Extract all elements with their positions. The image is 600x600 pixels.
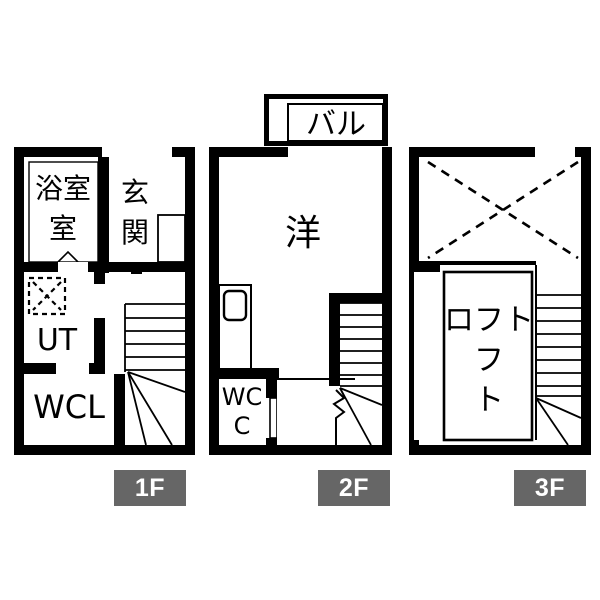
1f-bathroom-label-2: 室 (49, 212, 77, 245)
1f-wall-entrance-bottom (109, 262, 185, 272)
stairs-direction-break-icon (332, 389, 346, 445)
1f-wcl-door-gap (56, 363, 89, 374)
kitchen-sink-icon (218, 284, 252, 378)
1f-bathroom-label: 浴室 (35, 172, 91, 205)
floor-badge-1f[interactable]: 1F (114, 470, 186, 506)
1f-bathroom-door-icon (57, 250, 79, 263)
1f-wcl-label: WCL (33, 388, 105, 426)
floor-badge-3f[interactable]: 3F (514, 470, 586, 506)
3f-loft-outline (442, 270, 534, 442)
1f-ut-door-gap (94, 284, 105, 318)
1f-room-bathroom (28, 161, 99, 263)
3f-loft-label: ロフト (444, 303, 534, 338)
2f-staircase-up (340, 302, 382, 387)
2f-toilet-label: WC (222, 383, 263, 411)
floor-badge-2f[interactable]: 2F (318, 470, 390, 506)
1f-wall-ut-right (94, 272, 105, 372)
1f-wall-bath-entrance (98, 157, 109, 269)
3f-loft-label-3: ト (474, 383, 504, 418)
washing-machine-pan-icon (27, 276, 67, 316)
1f-shoe-closet (157, 214, 186, 263)
3f-stairwell (536, 265, 581, 445)
1f-wall-wcl-right (114, 374, 125, 445)
1f-staircase (124, 303, 186, 446)
2f-staircase-winder (339, 387, 383, 446)
1f-hall-wall-stub (131, 262, 142, 274)
2f-room-toilet (219, 379, 266, 445)
1f-room-wcl (24, 374, 114, 445)
1f-entrance-label: 玄 (121, 176, 149, 209)
2f-balcony-opening (288, 147, 382, 157)
3f-window-slit (414, 272, 419, 440)
1f-room-utility (24, 272, 94, 363)
2f-balcony: バル (264, 94, 388, 146)
2f-stair-wall (329, 293, 340, 386)
3f-loft-label-2: フ (474, 343, 504, 378)
1f-utility-label: UT (37, 323, 78, 358)
3f-void-dashed-cross (424, 158, 581, 261)
3f-top-window (535, 147, 575, 157)
1f-entrance-label-2: 関 (121, 216, 149, 249)
2f-wall-wc-top (219, 368, 279, 379)
2f-hall (277, 379, 362, 445)
1f-bath-door-gap (58, 262, 88, 273)
3f-staircase-down (535, 294, 582, 446)
2f-western-room-label: 洋 (285, 213, 321, 254)
2f-stair-wall-top (329, 293, 382, 303)
2f-toilet-label-2: C (234, 412, 251, 440)
2f-balcony-label: バル (306, 107, 366, 142)
1f-entrance-opening (102, 147, 172, 157)
